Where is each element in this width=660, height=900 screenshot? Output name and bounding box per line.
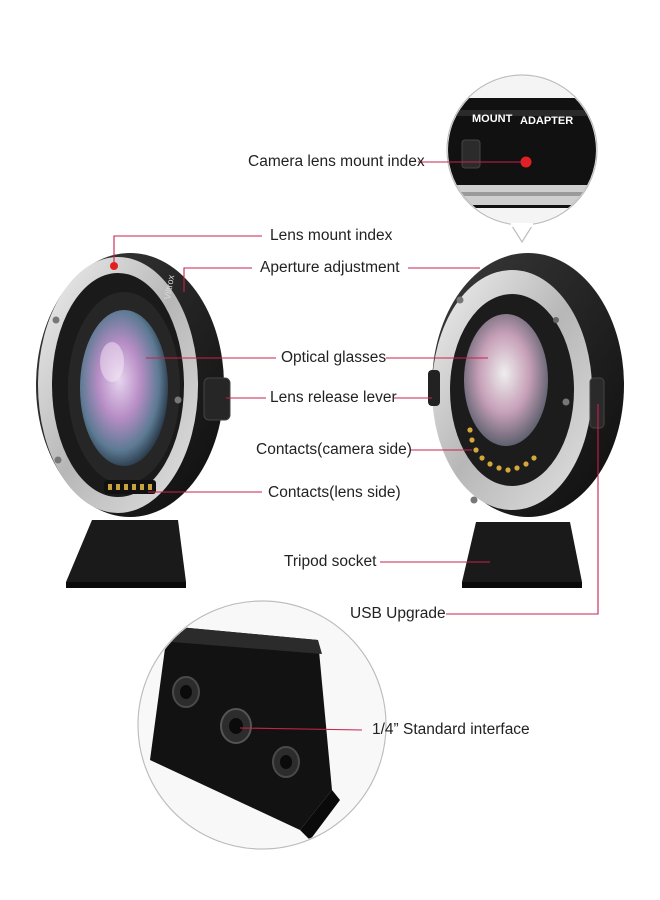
label-contacts-lens-side: Contacts(lens side) [268,484,401,501]
contacts-camera-side [467,427,537,473]
usb-port [589,377,605,429]
label-optical-glasses: Optical glasses [281,349,387,366]
adapter-lens-side: Viltrox [36,253,231,588]
tripod-interface-closeup-inset [137,600,387,850]
inset-text-mount: MOUNT [472,113,513,125]
leader-aperture-adjustment [183,267,252,292]
mount-adapter-closeup-inset: MOUNT ADAPTER [446,74,598,244]
lens-mount-index-dot [110,262,118,270]
adapter-camera-side [428,253,624,588]
tripod-foot-left [66,520,186,582]
inset-text-adapter: ADAPTER [520,115,573,127]
contacts-lens-side [104,480,156,494]
leader-lens-mount-index [113,235,262,262]
optical-glass-right [464,314,548,446]
label-standard-interface: 1/4” Standard interface [372,721,530,738]
label-lens-mount-index: Lens mount index [270,227,393,244]
label-aperture-adjustment: Aperture adjustment [260,259,400,276]
lens-release-lever [203,377,231,421]
brand-engraving: Viltrox [162,274,176,301]
label-lens-release-lever: Lens release lever [270,389,397,406]
label-usb-upgrade: USB Upgrade [350,605,446,622]
tripod-foot-right [462,522,582,582]
optical-glass-left [80,310,168,466]
leader-lines [113,161,599,731]
label-camera-lens-mount-index: Camera lens mount index [248,153,425,170]
leader-standard-interface [239,727,363,731]
label-tripod-socket: Tripod socket [284,553,377,570]
leader-usb-upgrade [446,404,599,615]
label-contacts-camera-side: Contacts(camera side) [256,441,412,458]
